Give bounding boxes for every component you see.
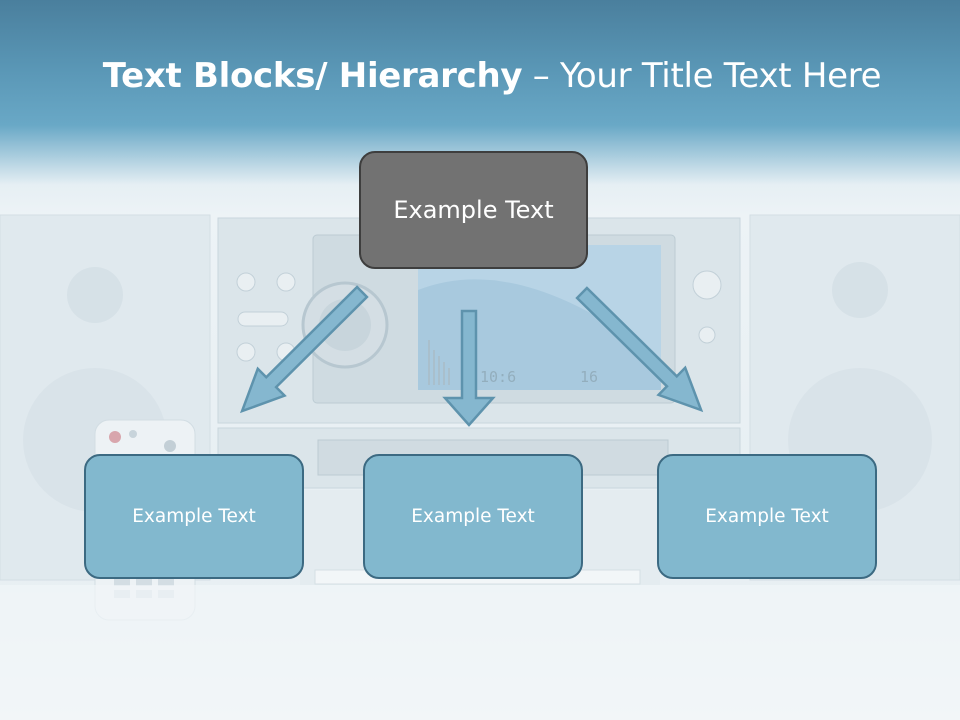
arrow-down-right-icon [575, 286, 704, 413]
child-text-right: Example Text [705, 506, 829, 527]
child-text-center: Example Text [411, 506, 535, 527]
top-level-text: Example Text [393, 196, 554, 224]
child-text-left: Example Text [132, 506, 256, 527]
title-bold-part: Text Blocks/ Hierarchy [102, 56, 523, 96]
child-text-box-right[interactable]: Example Text [657, 454, 877, 579]
svg-text:10:6: 10:6 [480, 368, 516, 386]
slide-title: Text Blocks/ Hierarchy – Your Title Text… [0, 56, 960, 96]
title-regular-part: – Your Title Text Here [522, 56, 882, 96]
arrow-down-icon [442, 309, 496, 427]
arrow-down-left-icon [239, 285, 369, 414]
svg-text:16: 16 [580, 368, 598, 386]
top-level-text-box[interactable]: Example Text [359, 151, 588, 269]
child-text-box-center[interactable]: Example Text [363, 454, 583, 579]
child-text-box-left[interactable]: Example Text [84, 454, 304, 579]
